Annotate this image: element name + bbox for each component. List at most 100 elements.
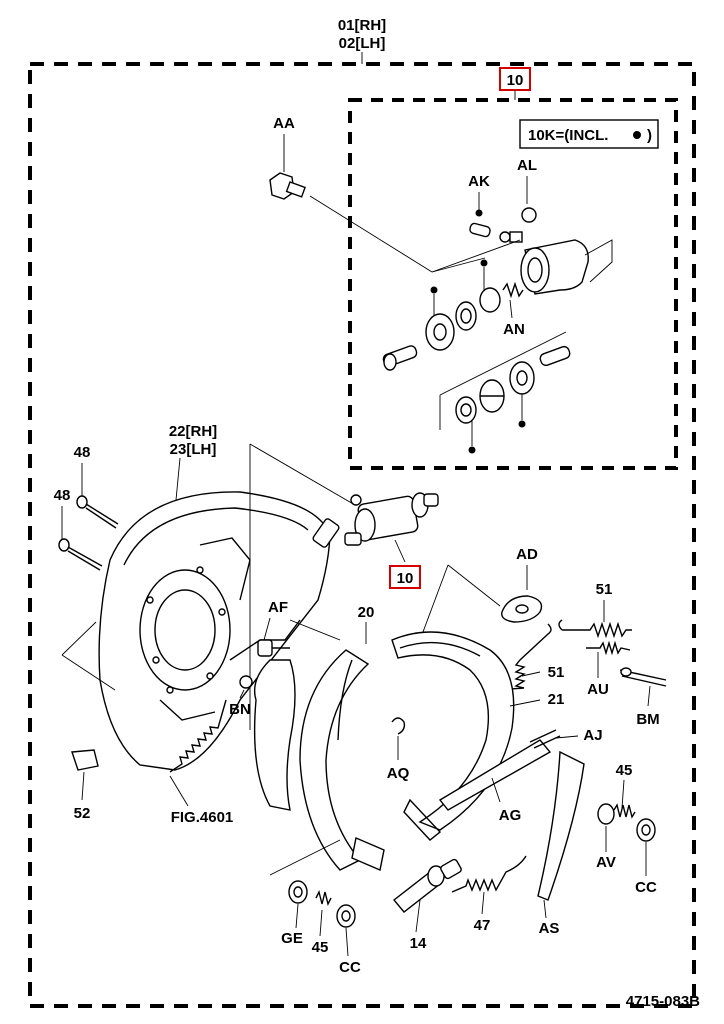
kit-leader-line-b <box>431 257 486 273</box>
brake-shoe-20[interactable] <box>299 649 385 871</box>
label-drum-lh[interactable]: 23[LH] <box>170 441 217 458</box>
leader-AF <box>263 617 271 641</box>
label-AF[interactable]: AF <box>268 599 288 616</box>
spring-AU[interactable] <box>586 640 631 656</box>
spring-AN[interactable] <box>502 281 524 299</box>
leader-GE <box>295 903 299 929</box>
leader-kit-bottom <box>394 539 406 563</box>
kit-callout-top[interactable]: 10 <box>507 72 524 89</box>
bleeder-screw-AK[interactable] <box>469 222 523 243</box>
leader-CC-bottom <box>345 927 349 957</box>
nut-GE[interactable] <box>288 880 308 904</box>
kit-dot-AK <box>475 209 483 217</box>
label-fig-reference[interactable]: FIG.4601 <box>171 809 234 826</box>
clip-AQ[interactable] <box>391 717 406 735</box>
spring-45-bottom[interactable] <box>315 889 332 907</box>
label-BM[interactable]: BM <box>636 711 659 728</box>
kit-note-box <box>519 119 659 149</box>
push-rod-upper[interactable] <box>382 345 418 371</box>
backing-leader-b <box>61 621 97 656</box>
leader-AD-b <box>447 564 501 607</box>
cup-CC-right[interactable] <box>636 818 656 842</box>
label-AQ[interactable]: AQ <box>387 765 410 782</box>
label-51-top[interactable]: 51 <box>596 581 613 598</box>
adjuster-screw-14[interactable] <box>392 858 462 913</box>
seal-upper[interactable] <box>479 287 501 313</box>
label-AK[interactable]: AK <box>468 173 490 190</box>
rod-BM[interactable] <box>619 667 667 687</box>
label-21[interactable]: 21 <box>548 691 565 708</box>
leader-14 <box>415 899 421 933</box>
cup-CC-bottom[interactable] <box>336 904 356 928</box>
push-rod-lower[interactable] <box>539 345 571 367</box>
label-45-right[interactable]: 45 <box>616 762 633 779</box>
anchor-pin-AF[interactable] <box>257 639 290 657</box>
parking-lever-AS[interactable] <box>537 750 585 901</box>
label-AU[interactable]: AU <box>587 681 609 698</box>
adjuster-spring-47[interactable] <box>451 855 527 893</box>
kit-callout-bottom[interactable]: 10 <box>397 570 414 587</box>
seal-lower[interactable] <box>455 396 477 424</box>
anchor-plate[interactable] <box>253 659 296 811</box>
label-BN[interactable]: BN <box>229 701 251 718</box>
label-20[interactable]: 20 <box>358 604 375 621</box>
label-52[interactable]: 52 <box>74 805 91 822</box>
label-48-bottom[interactable]: 48 <box>54 487 71 504</box>
label-drum-rh[interactable]: 22[RH] <box>169 423 217 440</box>
assembly-label-lh: 02[LH] <box>339 35 386 52</box>
label-AL[interactable]: AL <box>517 157 537 174</box>
return-spring-51-middle[interactable] <box>497 623 552 691</box>
bolt-48-bottom[interactable] <box>58 538 103 571</box>
label-AD[interactable]: AD <box>516 546 538 563</box>
cable-spring[interactable] <box>169 699 227 773</box>
label-AA[interactable]: AA <box>273 115 295 132</box>
wheel-cylinder-kit[interactable] <box>520 239 613 295</box>
label-AV[interactable]: AV <box>596 854 616 871</box>
label-AN[interactable]: AN <box>503 321 525 338</box>
label-AG[interactable]: AG <box>499 807 522 824</box>
leader-GE-group <box>269 839 341 876</box>
cylinder-leader-a <box>249 443 356 506</box>
piston-lower[interactable] <box>479 379 505 413</box>
cap-AL[interactable] <box>521 207 537 223</box>
label-14[interactable]: 14 <box>410 935 427 952</box>
label-AS[interactable]: AS <box>539 920 560 937</box>
label-AJ[interactable]: AJ <box>583 727 602 744</box>
piston-cup-lower[interactable] <box>509 361 535 395</box>
plug-52[interactable] <box>71 749 99 771</box>
kit-leader-line-c <box>439 331 567 396</box>
label-48-top[interactable]: 48 <box>74 444 91 461</box>
bleeder-bolt-AA[interactable] <box>269 172 433 273</box>
leader-51-middle <box>521 671 541 677</box>
leader-52 <box>81 771 85 801</box>
leader-AF-b <box>289 619 341 641</box>
piston-upper[interactable] <box>455 301 477 331</box>
bolt-48-top[interactable] <box>76 495 119 529</box>
kit-frame <box>348 98 678 470</box>
label-CC-right[interactable]: CC <box>635 879 657 896</box>
leader-AN <box>509 299 513 319</box>
kit-callout-box-bottom[interactable] <box>389 565 421 589</box>
label-GE[interactable]: GE <box>281 930 303 947</box>
label-CC-bottom[interactable]: CC <box>339 959 361 976</box>
kit-note-end: ) <box>647 127 652 144</box>
kit-dot-2 <box>480 259 488 267</box>
plate-AD[interactable] <box>501 595 543 623</box>
outer-frame <box>28 62 696 1008</box>
nut-BN[interactable] <box>239 675 253 689</box>
label-45-bottom[interactable]: 45 <box>312 939 329 956</box>
leader-AD-c <box>419 564 449 641</box>
piston-cup-upper[interactable] <box>425 313 455 351</box>
kit-dot-icon <box>633 131 641 139</box>
assembly-label-rh: 01[RH] <box>338 17 386 34</box>
leader-AS <box>543 899 547 919</box>
return-spring-51-top[interactable] <box>558 619 632 639</box>
strut-AJ[interactable] <box>438 729 561 811</box>
adjuster-AV[interactable] <box>597 803 636 825</box>
wheel-cylinder-main[interactable] <box>344 492 439 546</box>
label-51-middle[interactable]: 51 <box>548 664 565 681</box>
brake-shoe-21[interactable] <box>391 631 515 841</box>
leader-21 <box>509 699 541 707</box>
label-47[interactable]: 47 <box>474 917 491 934</box>
